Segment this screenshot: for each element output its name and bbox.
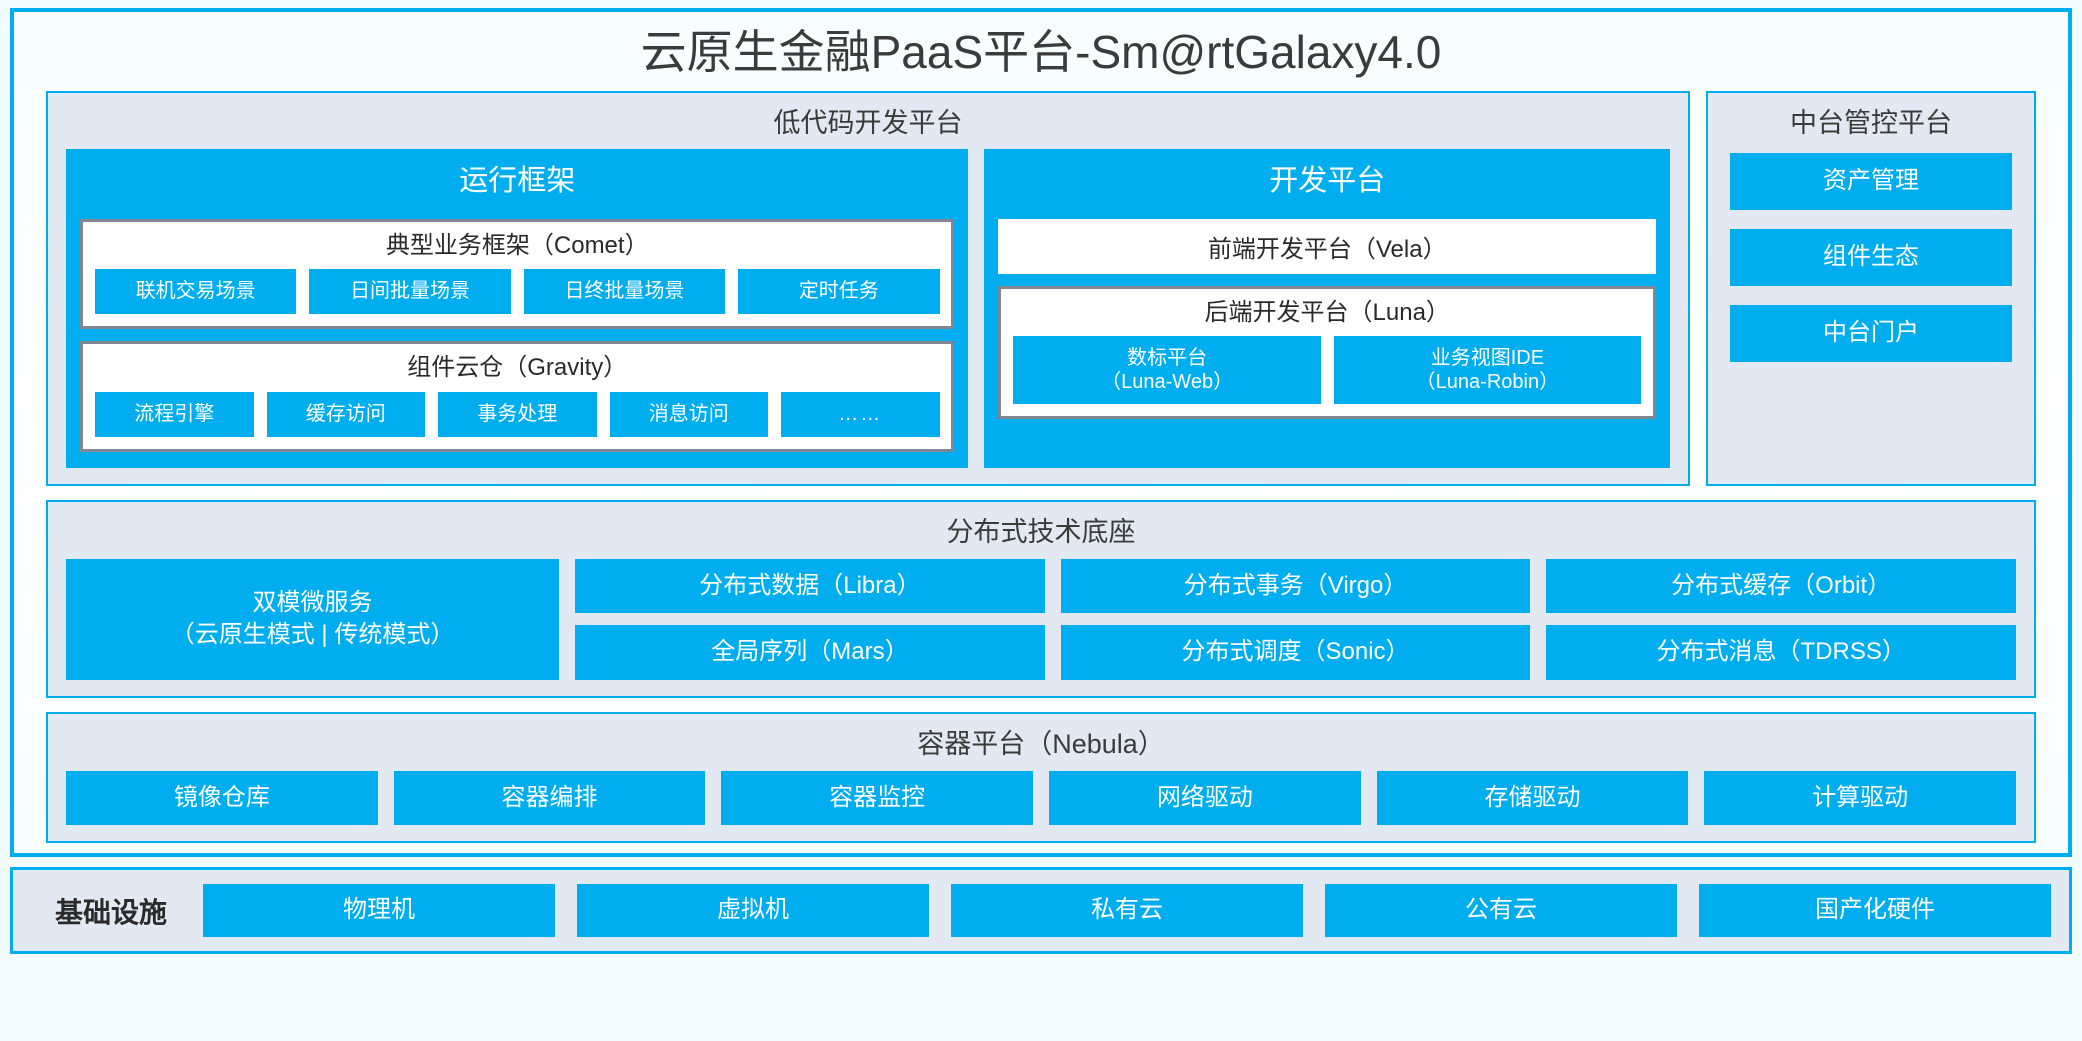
infrastructure-cell[interactable]: 公有云 <box>1325 884 1678 938</box>
comet-title: 典型业务框架（Comet） <box>385 231 649 259</box>
microservice-cell[interactable]: 双模微服务 （云原生模式 | 传统模式） <box>66 558 560 681</box>
runtime-framework-card: 运行框架 典型业务框架（Comet） 联机交易场景 日间批量场景 日终批量场景 … <box>66 149 969 469</box>
gravity-chip[interactable]: 流程引擎 <box>95 392 254 438</box>
frontend-platform-box[interactable]: 前端开发平台（Vela） <box>998 218 1656 274</box>
control-platform-panel: 中台管控平台 资产管理 组件生态 中台门户 <box>1706 90 2036 487</box>
distributed-cell[interactable]: 分布式数据（Libra） <box>575 558 1045 614</box>
distributed-cell[interactable]: 分布式缓存（Orbit） <box>1546 558 2016 614</box>
distributed-column-3: 分布式缓存（Orbit） 分布式消息（TDRSS） <box>1546 558 2016 681</box>
container-cell[interactable]: 网络驱动 <box>1049 770 1361 826</box>
container-cell[interactable]: 计算驱动 <box>1704 770 2017 826</box>
container-platform-title: 容器平台（Nebula） <box>917 729 1165 760</box>
distributed-cell[interactable]: 分布式消息（TDRSS） <box>1546 625 2016 681</box>
distributed-cell[interactable]: 分布式事务（Virgo） <box>1060 558 1531 614</box>
frame-body: 低代码开发平台 运行框架 典型业务框架（Comet） 联机交易场景 日间批量场景… <box>14 90 2068 844</box>
backend-chip-row: 数标平台 （Luna-Web） 业务视图IDE （Luna-Robin） <box>1013 336 1642 405</box>
infrastructure-cell[interactable]: 物理机 <box>203 884 556 938</box>
distributed-base-panel: 分布式技术底座 双模微服务 （云原生模式 | 传统模式） 分布式数据（Libra… <box>46 500 2036 699</box>
infrastructure-cell[interactable]: 虚拟机 <box>577 884 930 938</box>
infrastructure-label: 基础设施 <box>55 896 168 928</box>
control-platform-item[interactable]: 资产管理 <box>1730 153 2012 211</box>
infrastructure-cell[interactable]: 国产化硬件 <box>1699 884 2052 938</box>
container-cell[interactable]: 容器编排 <box>393 770 706 826</box>
distributed-cell[interactable]: 全局序列（Mars） <box>575 625 1045 681</box>
container-row: 镜像仓库 容器编排 容器监控 网络驱动 存储驱动 计算驱动 <box>66 770 2017 826</box>
gravity-chip-row: 流程引擎 缓存访问 事务处理 消息访问 …… <box>95 392 940 438</box>
infrastructure-cell[interactable]: 私有云 <box>951 884 1304 938</box>
infrastructure-items: 物理机 虚拟机 私有云 公有云 国产化硬件 <box>203 884 2052 938</box>
distributed-column-2: 分布式事务（Virgo） 分布式调度（Sonic） <box>1060 558 1531 681</box>
backend-chip-line2: （Luna-Robin） <box>1415 371 1560 394</box>
page-title: 云原生金融PaaS平台-Sm@rtGalaxy4.0 <box>640 26 1442 78</box>
backend-platform-title: 后端开发平台（Luna） <box>1204 298 1450 326</box>
distributed-base-title: 分布式技术底座 <box>946 517 1136 548</box>
gravity-chip[interactable]: 事务处理 <box>438 392 597 438</box>
gravity-chip[interactable]: 消息访问 <box>609 392 768 438</box>
container-platform-panel: 容器平台（Nebula） 镜像仓库 容器编排 容器监控 网络驱动 存储驱动 计算… <box>46 712 2036 844</box>
backend-chip-line1: 业务视图IDE <box>1430 347 1545 370</box>
main-frame: 云原生金融PaaS平台-Sm@rtGalaxy4.0 低代码开发平台 运行框架 … <box>10 8 2072 858</box>
distributed-cell[interactable]: 分布式调度（Sonic） <box>1060 625 1531 681</box>
microservice-column: 双模微服务 （云原生模式 | 传统模式） <box>66 558 560 681</box>
development-platform-card: 开发平台 前端开发平台（Vela） 后端开发平台（Luna） 数标平台 （Lun… <box>984 149 1670 469</box>
control-platform-item[interactable]: 组件生态 <box>1730 229 2012 286</box>
distributed-grid: 双模微服务 （云原生模式 | 传统模式） 分布式数据（Libra） 全局序列（M… <box>66 558 2016 681</box>
infrastructure-panel: 基础设施 物理机 虚拟机 私有云 公有云 国产化硬件 <box>10 867 2072 955</box>
backend-chip-line1: 数标平台 <box>1127 347 1208 370</box>
comet-box: 典型业务框架（Comet） 联机交易场景 日间批量场景 日终批量场景 定时任务 <box>80 218 955 330</box>
control-platform-title: 中台管控平台 <box>1790 107 1952 138</box>
gravity-title: 组件云仓（Gravity） <box>407 354 628 382</box>
comet-chip[interactable]: 联机交易场景 <box>95 269 297 315</box>
microservice-line2: （云原生模式 | 传统模式） <box>170 621 455 649</box>
lowcode-platform-panel: 低代码开发平台 运行框架 典型业务框架（Comet） 联机交易场景 日间批量场景… <box>46 90 1690 487</box>
lowcode-columns: 运行框架 典型业务框架（Comet） 联机交易场景 日间批量场景 日终批量场景 … <box>66 149 1670 469</box>
lowcode-platform-title: 低代码开发平台 <box>773 107 963 138</box>
container-cell[interactable]: 存储驱动 <box>1376 770 1689 826</box>
comet-chip[interactable]: 定时任务 <box>738 269 940 315</box>
control-platform-list: 资产管理 组件生态 中台门户 <box>1726 153 2016 365</box>
runtime-framework-title: 运行框架 <box>459 165 576 198</box>
backend-chip-luna-robin[interactable]: 业务视图IDE （Luna-Robin） <box>1333 336 1642 405</box>
microservice-line1: 双模微服务 <box>252 589 373 617</box>
top-row: 低代码开发平台 运行框架 典型业务框架（Comet） 联机交易场景 日间批量场景… <box>46 90 2036 487</box>
gravity-chip-more[interactable]: …… <box>781 392 940 438</box>
development-platform-title: 开发平台 <box>1269 165 1386 198</box>
container-cell[interactable]: 容器监控 <box>721 770 1034 826</box>
comet-chip[interactable]: 日终批量场景 <box>523 269 726 315</box>
comet-chip-row: 联机交易场景 日间批量场景 日终批量场景 定时任务 <box>95 269 940 315</box>
backend-chip-luna-web[interactable]: 数标平台 （Luna-Web） <box>1013 336 1321 405</box>
gravity-box: 组件云仓（Gravity） 流程引擎 缓存访问 事务处理 消息访问 …… <box>80 341 955 453</box>
control-platform-item[interactable]: 中台门户 <box>1730 304 2012 362</box>
comet-chip[interactable]: 日间批量场景 <box>309 269 511 315</box>
backend-chip-line2: （Luna-Web） <box>1101 371 1234 394</box>
container-cell[interactable]: 镜像仓库 <box>66 770 378 826</box>
distributed-column-1: 分布式数据（Libra） 全局序列（Mars） <box>575 558 1045 681</box>
gravity-chip[interactable]: 缓存访问 <box>266 392 425 438</box>
backend-platform-box: 后端开发平台（Luna） 数标平台 （Luna-Web） 业务视图IDE （Lu… <box>998 285 1656 420</box>
